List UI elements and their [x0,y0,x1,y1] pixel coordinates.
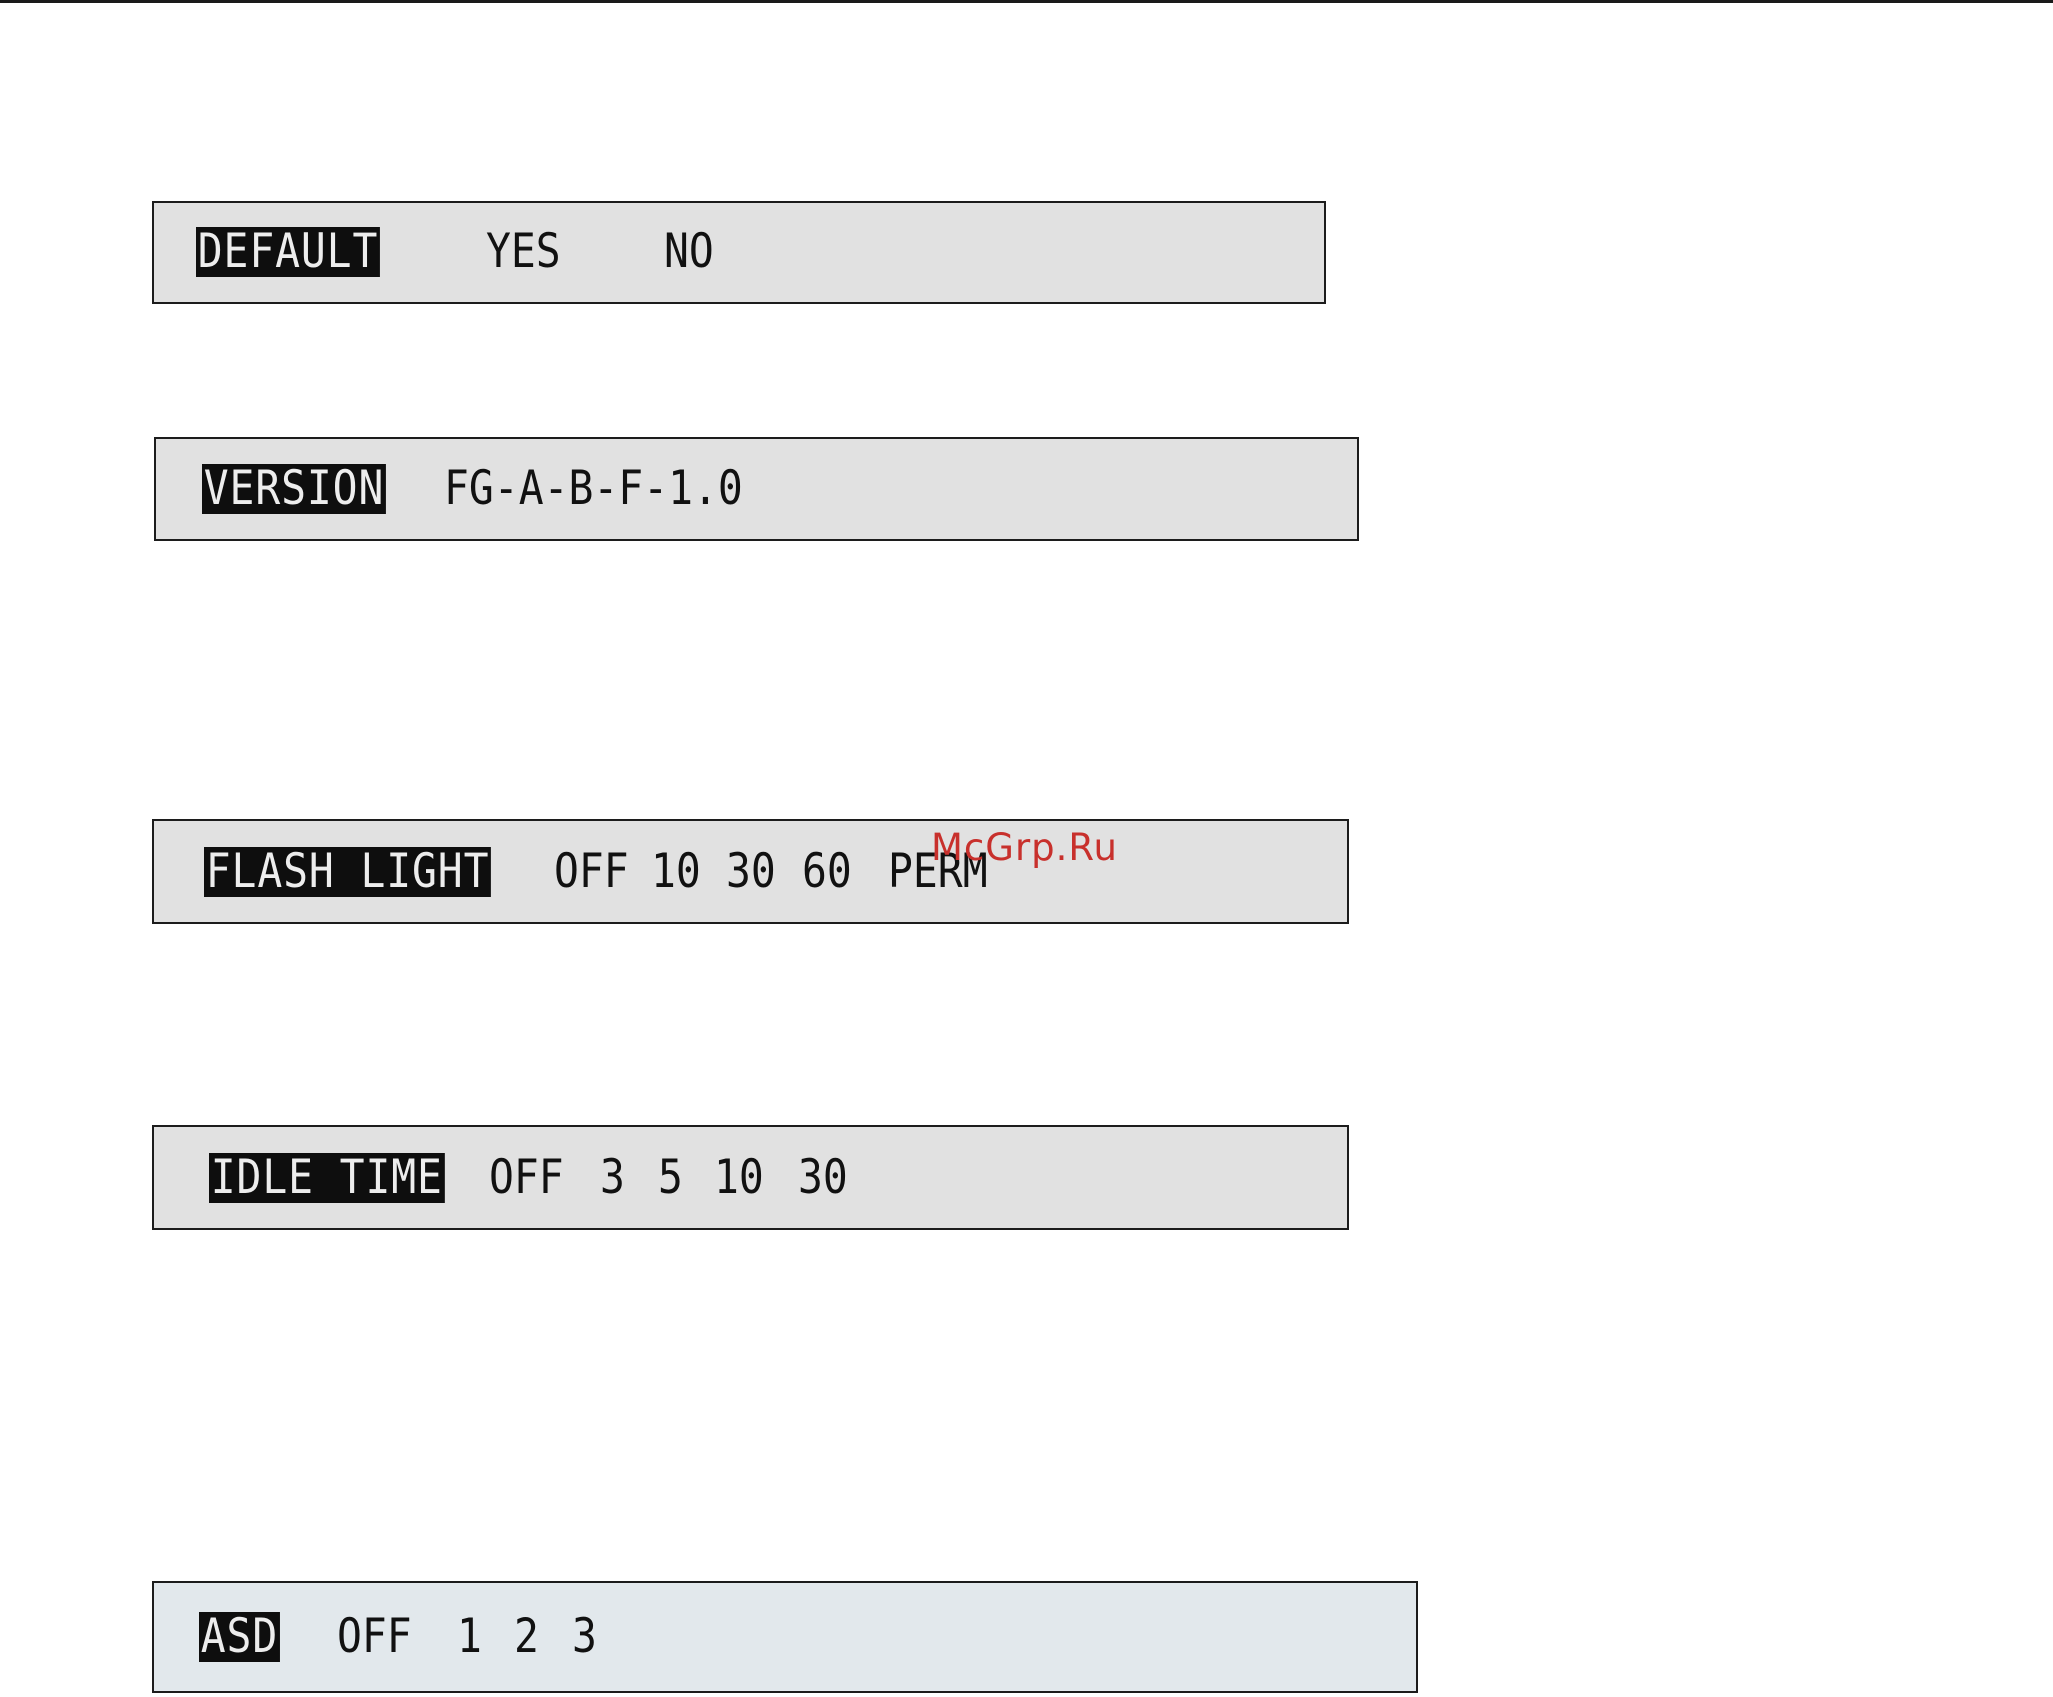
flash-light-option-60[interactable]: 60 [802,847,852,897]
flash-light-option-30[interactable]: 30 [726,847,776,897]
version-display: VERSION FG-A-B-F-1.0 [154,437,1359,541]
top-rule [0,0,2053,3]
default-display: DEFAULT YES NO [152,201,1326,304]
asd-label: ASD [199,1612,280,1662]
flash-light-display: FLASH LIGHT OFF 10 30 60 PERM [152,819,1349,924]
idle-time-option-5[interactable]: 5 [658,1153,683,1203]
asd-display: ASD OFF 1 2 3 [152,1581,1418,1693]
default-option-yes[interactable]: YES [486,227,561,277]
asd-option-3[interactable]: 3 [572,1612,597,1662]
default-label: DEFAULT [196,227,380,277]
watermark-text: McGrp.Ru [931,826,1118,869]
idle-time-option-10[interactable]: 10 [714,1153,764,1203]
flash-light-label: FLASH LIGHT [204,847,491,897]
idle-time-label: IDLE TIME [209,1153,445,1203]
version-label: VERSION [202,464,386,514]
asd-option-1[interactable]: 1 [457,1612,482,1662]
default-option-no[interactable]: NO [664,227,714,277]
idle-time-option-30[interactable]: 30 [798,1153,848,1203]
flash-light-option-10[interactable]: 10 [651,847,701,897]
idle-time-option-3[interactable]: 3 [600,1153,625,1203]
version-value: FG-A-B-F-1.0 [444,464,743,514]
flash-light-option-off[interactable]: OFF [554,847,629,897]
asd-option-2[interactable]: 2 [514,1612,539,1662]
asd-option-off[interactable]: OFF [337,1612,412,1662]
idle-time-option-off[interactable]: OFF [489,1153,564,1203]
idle-time-display: IDLE TIME OFF 3 5 10 30 [152,1125,1349,1230]
